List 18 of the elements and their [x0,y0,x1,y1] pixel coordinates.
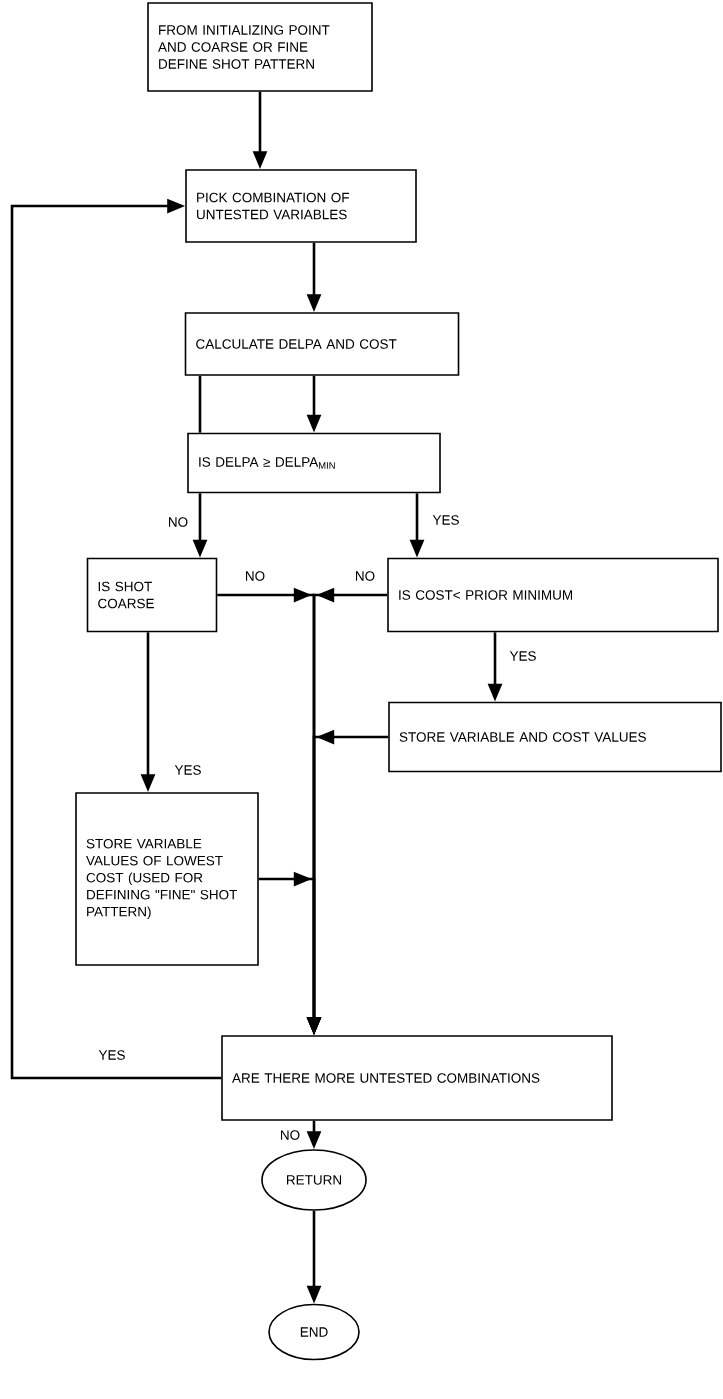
process-box: PICK COMBINATION OF UNTESTED VARIABLES [185,169,417,243]
process-box: FROM INITIALIZING POINT AND COARSE OR FINE DEFINE SHOT PATTERN [147,2,373,92]
edge-label: YES [431,514,461,526]
process-box: ARE THERE MORE UNTESTED COMBINATIONS [221,1035,613,1121]
process-box: IS SHOT COARSE [86,557,218,633]
edge-label: NO [166,516,190,528]
process-box: STORE VARIABLE VALUES OF LOWEST COST (USED FOR DEFINING "FINE" SHOT PATTERN) [75,792,259,966]
edge-label: YES [97,1049,127,1061]
process-box: CALCULATE DELPA AND COST [184,312,460,376]
edge-label: NO [353,570,377,582]
edge-label: YES [508,650,538,662]
process-box: IS COST< PRIOR MINIMUM [387,557,719,633]
process-box: IS DELPA ≥ DELPA$_{MIN}$ [187,432,441,494]
edge-label: YES [173,764,203,776]
process-box: STORE VARIABLE AND COST VALUES [388,701,722,773]
edge-label: NO [243,570,267,582]
edge-label: NO [278,1129,302,1141]
arrow [10,198,222,1080]
